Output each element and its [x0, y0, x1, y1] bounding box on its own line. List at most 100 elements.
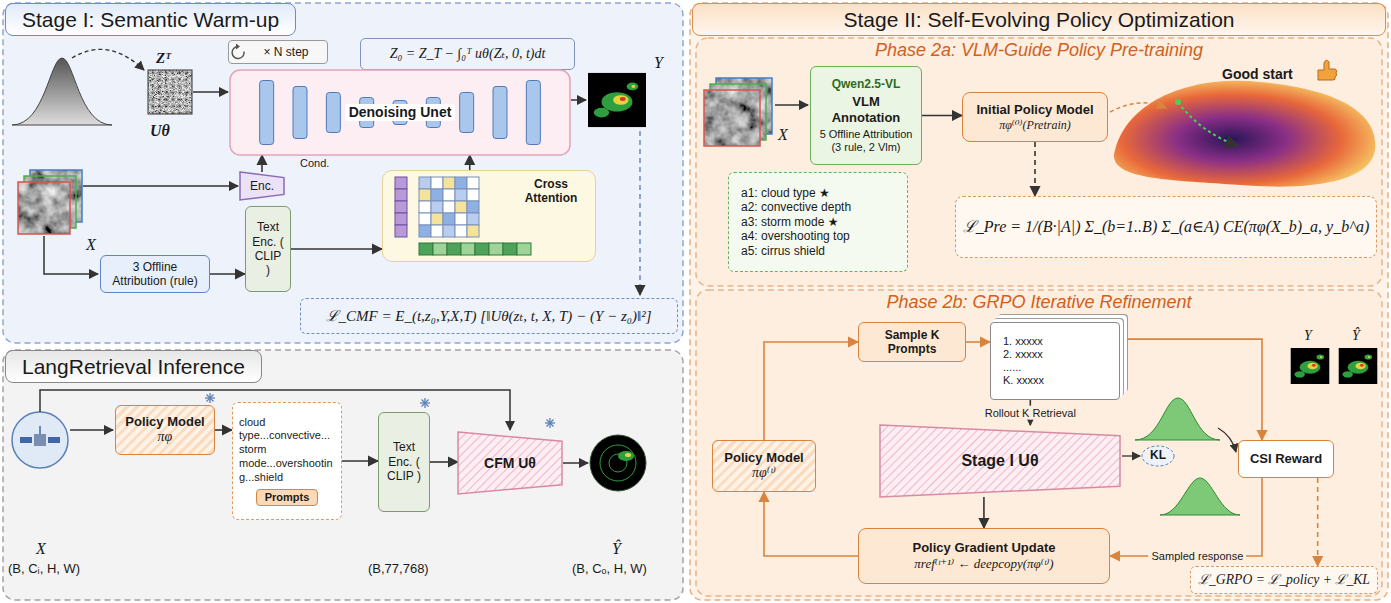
radar-echo [618, 451, 634, 461]
encoder-block: Enc. [240, 172, 284, 200]
radar-image [588, 73, 646, 127]
attribute-list: a1: cloud type ★a2: convective deptha3: … [728, 172, 908, 272]
figure-part [422, 400, 429, 407]
annotation-label: Good start [1222, 66, 1293, 82]
stage-panel: Stage II: Self-Evolving Policy Optimizat… [690, 3, 1388, 600]
node-text: Text Enc. ( CLIP ) [385, 440, 423, 483]
section-title: Phase 2a: VLM-Guide Policy Pre-training [875, 40, 1203, 62]
unet-layer [326, 93, 340, 133]
noise-image [148, 70, 192, 114]
attention-cell [443, 201, 455, 213]
attention-cell [443, 189, 455, 201]
radar-ring [600, 445, 636, 481]
attention-cell [443, 225, 455, 237]
node-text: CFM Uθ [484, 455, 536, 472]
kl-ellipse [1142, 446, 1174, 466]
section-title: Stage I: Semantic Warm-up [5, 3, 296, 36]
encoder-outline [240, 172, 284, 200]
unet-layer [493, 87, 507, 139]
unet-block: Denoising Unet [230, 70, 570, 155]
attention-cell [419, 189, 431, 201]
radar-icon [590, 435, 646, 491]
attention-cell [455, 213, 467, 225]
edge-label: Rollout K Retrieval [982, 405, 1079, 420]
attention-cell [455, 201, 467, 213]
satellite-image [18, 182, 70, 234]
connector-arrow [1030, 400, 1032, 425]
stage-panel: Stage I: Semantic Warm-up× N stepZ₀ = Z_… [3, 3, 683, 343]
attention-cell [419, 201, 431, 213]
node-text: Stage I Uθ [961, 451, 1038, 470]
satellite-panel [20, 437, 32, 443]
node-text: 1. xxxxx [1003, 335, 1043, 348]
panel-grounds [3, 3, 1388, 600]
attention-cell [443, 213, 455, 225]
loss-landscape [1114, 81, 1375, 187]
attention-cell [467, 201, 479, 213]
node-text: a5: cirrus shield [741, 244, 825, 258]
model-outline [458, 432, 562, 494]
illustrations [12, 49, 1377, 515]
node-text: cloud type...convective...storm mode...o… [239, 416, 335, 485]
unet-layer [460, 93, 474, 133]
annotation-label: Ŷ [1352, 328, 1360, 344]
attention-cell [431, 213, 443, 225]
text-token [419, 243, 433, 255]
node-text: Sample K Prompts [865, 328, 959, 357]
radar-image [1339, 348, 1378, 384]
connectors [210, 116, 1318, 567]
query-token [395, 225, 407, 237]
connector-arrow [1120, 339, 1262, 440]
attention-cell [467, 189, 479, 201]
satellite-image [704, 90, 760, 146]
attention-cell [419, 225, 431, 237]
flow-arrow [70, 429, 113, 431]
text-token [489, 243, 503, 255]
vlm-box: Qwen2.5-VLVLM Annotation5 Offline Attrib… [810, 66, 922, 165]
init-arrow [1110, 103, 1166, 112]
attention-cell [455, 189, 467, 201]
node-text: Policy Model [724, 450, 803, 466]
node-text: a4: overshooting top [741, 229, 850, 243]
prompt-document: cloud type...convective...storm mode...o… [232, 402, 342, 520]
annotation-label: X [778, 126, 788, 144]
encoder-box: Text Enc. ( CLIP ) [245, 206, 291, 292]
query-token [395, 189, 407, 201]
radar-echo [625, 453, 631, 457]
figure-part [207, 395, 214, 402]
node-text: Qwen2.5-VL [832, 77, 901, 91]
model-outline [880, 425, 1120, 497]
node-text: Text Enc. ( CLIP ) [252, 220, 284, 278]
reward-box: CSI Reward [1238, 440, 1334, 478]
satellite-frame [18, 182, 70, 234]
loop-icon-head [236, 44, 240, 50]
text-token [475, 243, 489, 255]
encoder-box: Text Enc. ( CLIP ) [378, 412, 430, 512]
process-box: Sample K Prompts [858, 322, 966, 362]
text-token [447, 243, 461, 255]
gaussian-curve [12, 58, 112, 125]
node-text: ℒ_GRPO = ℒ_policy + ℒ_KL [1198, 572, 1370, 588]
satellite-antenna [39, 426, 41, 434]
annotation-label: (B, Cᵢ, H, W) [8, 562, 80, 577]
query-token [395, 201, 407, 213]
node-text: Prompts [256, 489, 319, 506]
formula-box: ℒ_Pre = 1/(B·|A|) Σ_(b=1..B) Σ_(a∈A) CE(… [955, 196, 1377, 258]
connector-arrow [1317, 478, 1319, 566]
unet-layer [293, 87, 307, 139]
node-text: K. xxxxx [1003, 374, 1044, 387]
annotation-label: (B,77,768) [368, 562, 429, 577]
node-text: Policy Gradient Update [912, 540, 1055, 556]
annotation-label: (B, Cₒ, H, W) [572, 562, 647, 577]
stage-panel: LangRetrieval InferencePolicy Modelπφclo… [3, 350, 683, 600]
figure-part [207, 395, 214, 402]
connector-arrow [342, 460, 378, 462]
descent-path [1178, 102, 1238, 146]
node-text: × N step [263, 45, 308, 59]
annotation-label: X [86, 236, 96, 254]
annotation-label: Ŷ [612, 540, 621, 558]
update-box: Policy Gradient Updateπref⁽ᵗ⁺¹⁾ ← deepco… [858, 528, 1110, 584]
flow-arrow [83, 185, 238, 187]
node-text: ℒ_CMF = E_(t,z₀,Y,X,T) [‖Uθ(zₜ, t, X, T)… [326, 307, 651, 325]
